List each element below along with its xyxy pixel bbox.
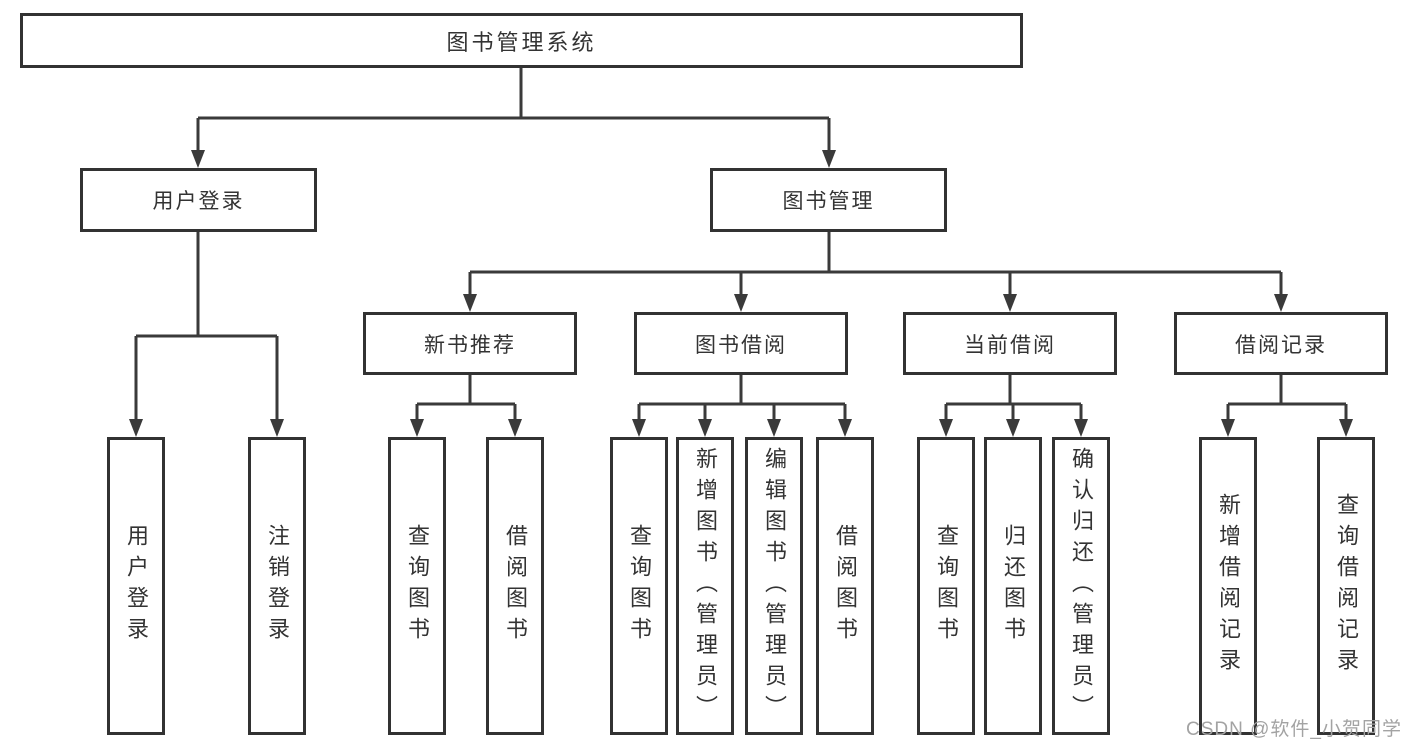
node-book-management: 图书管理 [710,168,947,232]
node-root-library-management-system: 图书管理系统 [20,13,1023,68]
node-new-book-recommend: 新书推荐 [363,312,577,375]
leaf-user-login: 用户登录 [107,437,165,735]
leaf-nb-query-book-label: 查询图书 [405,524,430,648]
leaf-bb-edit-book-admin-label: 编辑图书（管理员） [762,446,787,726]
leaf-bb-edit-book-admin: 编辑图书（管理员） [745,437,803,735]
node-new-book-recommend-label: 新书推荐 [424,333,516,357]
leaf-nb-query-book: 查询图书 [388,437,446,735]
leaf-nb-borrow-book-label: 借阅图书 [503,524,528,648]
leaf-br-add-record: 新增借阅记录 [1199,437,1257,735]
leaf-cb-query-book: 查询图书 [917,437,975,735]
leaf-cb-return-book-label: 归还图书 [1001,524,1026,648]
leaf-cb-query-book-label: 查询图书 [934,524,959,648]
leaf-br-add-record-label: 新增借阅记录 [1216,493,1241,679]
leaf-bb-add-book-admin: 新增图书（管理员） [676,437,734,735]
leaf-cb-confirm-return-admin-label: 确认归还（管理员） [1069,446,1094,726]
leaf-bb-borrow-book: 借阅图书 [816,437,874,735]
leaf-user-login-label: 用户登录 [124,524,149,648]
csdn-watermark: CSDN @软件_小贺同学 [1186,719,1402,740]
leaf-logout-label: 注销登录 [265,524,290,648]
node-borrowing-records: 借阅记录 [1174,312,1388,375]
node-current-borrowing-label: 当前借阅 [964,333,1056,357]
leaf-logout: 注销登录 [248,437,306,735]
leaf-cb-confirm-return-admin: 确认归还（管理员） [1052,437,1110,735]
leaf-bb-borrow-book-label: 借阅图书 [833,524,858,648]
leaf-br-query-record: 查询借阅记录 [1317,437,1375,735]
node-root-label: 图书管理系统 [446,29,597,55]
leaf-br-query-record-label: 查询借阅记录 [1334,493,1359,679]
leaf-nb-borrow-book: 借阅图书 [486,437,544,735]
leaf-bb-query-book: 查询图书 [610,437,668,735]
node-borrowing-records-label: 借阅记录 [1235,333,1327,357]
node-book-borrowing-label: 图书借阅 [695,333,787,357]
leaf-bb-add-book-admin-label: 新增图书（管理员） [693,446,718,726]
node-user-login: 用户登录 [80,168,317,232]
node-book-management-label: 图书管理 [782,190,875,213]
node-user-login-label: 用户登录 [152,190,245,213]
node-current-borrowing: 当前借阅 [903,312,1117,375]
node-book-borrowing: 图书借阅 [634,312,848,375]
leaf-cb-return-book: 归还图书 [984,437,1042,735]
leaf-bb-query-book-label: 查询图书 [627,524,652,648]
